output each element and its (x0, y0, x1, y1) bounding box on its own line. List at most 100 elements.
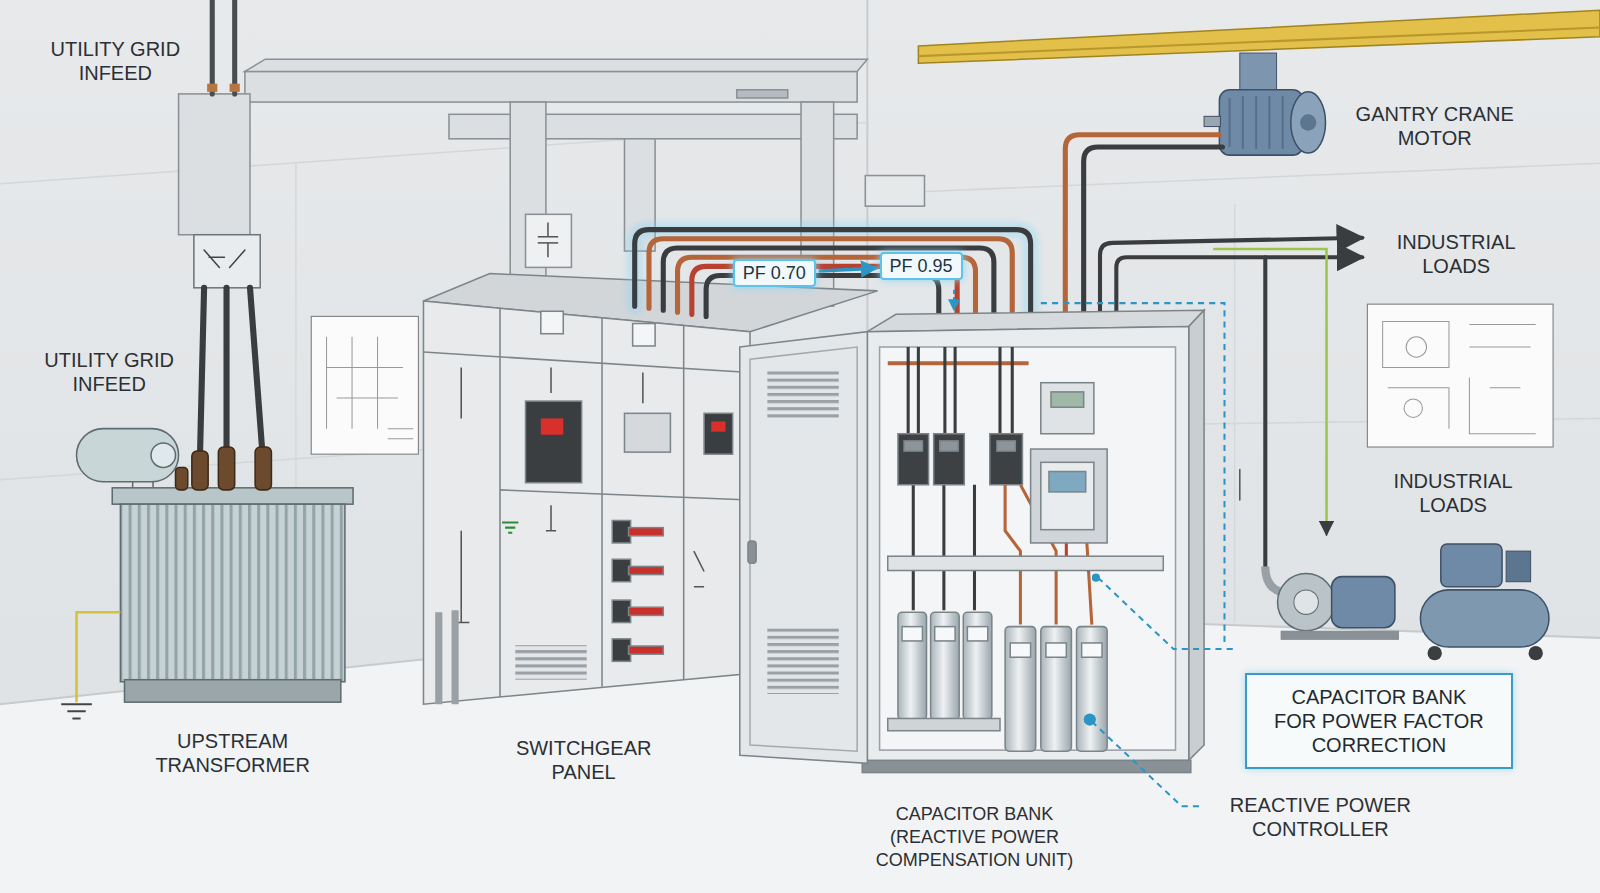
capacitor-cabinet-part (1189, 310, 1204, 760)
switchgear-panel-part (711, 421, 725, 431)
utility-cables-part (250, 288, 262, 451)
switchgear-panel-part-part (629, 607, 664, 615)
capacitor-cabinet-part-part (940, 441, 958, 451)
gantry-crane-part (1300, 114, 1316, 130)
transformer-part (61, 704, 92, 718)
bus-duct-part (245, 71, 857, 102)
gantry-crane-part (1230, 96, 1283, 149)
overhead-cables-part (635, 230, 1031, 325)
motor-cables (1065, 135, 1222, 319)
transformer-part (77, 612, 121, 702)
switchgear-panel-part (515, 645, 586, 680)
capacitor-cabinet-part-part (1082, 643, 1102, 657)
air-compressor-part (1506, 551, 1530, 582)
capacitor-cabinet-part (862, 760, 1191, 772)
leader-lines-part (953, 290, 955, 310)
switchgear-panel-part (624, 413, 670, 452)
capacitor-cabinet-part (888, 556, 1164, 570)
part-label: UTILITY GRID INFEED (30, 37, 200, 85)
transformer (61, 429, 353, 719)
capacitor-cabinet-part-part (898, 434, 929, 485)
utility-cables (194, 0, 262, 455)
capacitor-cabinet-part (767, 628, 838, 694)
capacitor-cabinet-part (867, 327, 1188, 764)
switchgear-panel-part (541, 311, 563, 333)
part-label: UTILITY GRID INFEED (24, 348, 194, 396)
load-feeders-part (1214, 249, 1326, 535)
value-tag: PF 0.70 (733, 259, 816, 287)
capacitor-cabinet-part-part (990, 434, 1023, 485)
capacitor-cabinet-part-part (967, 627, 987, 641)
bus-duct-part (538, 236, 558, 238)
bus-duct-part (547, 243, 549, 257)
air-compressor-part (1428, 646, 1442, 660)
wall-schematic-part (1367, 304, 1553, 447)
capacitor-cabinet-part-part (935, 627, 955, 641)
flow-arrow (819, 268, 877, 271)
capacitor-cabinet-part-part (1046, 643, 1066, 657)
capacitor-cabinet-part-part (902, 627, 922, 641)
pump-part (1332, 577, 1395, 628)
part-label: INDUSTRIAL LOADS (1376, 230, 1536, 278)
bus-duct-part (245, 59, 867, 71)
switchgear-panel-part (423, 301, 750, 704)
gantry-crane-part (1204, 116, 1220, 126)
capacitor-cabinet-part-part (1005, 627, 1036, 752)
load-feeders-part (1239, 469, 1241, 500)
capacitor-cabinet-part (1031, 449, 1108, 543)
utility-cables-part (207, 84, 217, 92)
utility-cables-part (200, 288, 204, 455)
motor-cables-part (1065, 135, 1219, 319)
transformer-part (176, 447, 272, 490)
bus-duct-part (737, 90, 788, 98)
bus-duct-part (526, 214, 572, 267)
gantry-crane (918, 10, 1600, 155)
utility-cables-part (232, 0, 237, 94)
capacitor-cabinet-part-part (1041, 627, 1072, 752)
gantry-crane-part (1240, 53, 1277, 92)
air-compressor-part (1420, 590, 1549, 647)
switchgear-panel-part (526, 401, 582, 483)
capacitor-cabinet (740, 310, 1204, 772)
leader-lines-part (1092, 722, 1204, 807)
switchgear-panel-part (633, 324, 655, 346)
transformer-part (77, 429, 179, 482)
part-label: GANTRY CRANE MOTOR (1340, 102, 1530, 150)
gantry-crane-part (918, 28, 1600, 57)
switchgear-panel-part (601, 317, 603, 686)
pump (1265, 566, 1399, 639)
capacitor-cabinet-part-part (908, 347, 1012, 434)
capacitor-cabinet-part-part (913, 485, 974, 611)
bus-duct (179, 59, 925, 306)
part-label: REACTIVE POWER CONTROLLER (1213, 793, 1428, 841)
switchgear-panel-part (439, 610, 455, 704)
capacitor-cabinet-part-part (963, 612, 992, 719)
switchgear-panel-part-part (629, 566, 664, 574)
motor-cables-part (1084, 147, 1223, 318)
utility-cables-part (223, 288, 229, 451)
capacitor-cabinet-part (740, 332, 868, 764)
switchgear-panel-part (694, 551, 704, 587)
air-compressor-part (1529, 646, 1543, 660)
leader-lines-part (1041, 303, 1225, 643)
capacitor-cabinet-part-part (931, 612, 960, 719)
switchgear-panel-part (423, 352, 750, 372)
capacitor-cabinet-part (1051, 392, 1084, 407)
capacitor-cabinet-part-part (934, 434, 965, 485)
capacitor-cabinet-part (898, 434, 1022, 485)
callout-box: CAPACITOR BANK FOR POWER FACTOR CORRECTI… (1245, 673, 1513, 769)
capacitor-cabinet-part (750, 347, 857, 751)
room-part (1234, 204, 1236, 622)
capacitor-cabinet-part (767, 369, 838, 418)
gantry-crane-part (1291, 92, 1326, 153)
pump-part (1278, 574, 1335, 631)
leader-lines (954, 290, 1237, 806)
room-part (867, 163, 1600, 194)
utility-cables-part (194, 235, 260, 288)
switchgear-panel-part (704, 413, 733, 454)
load-feeders-part (1263, 257, 1267, 566)
utility-cables-part (230, 84, 240, 92)
pump-part (1281, 631, 1399, 640)
